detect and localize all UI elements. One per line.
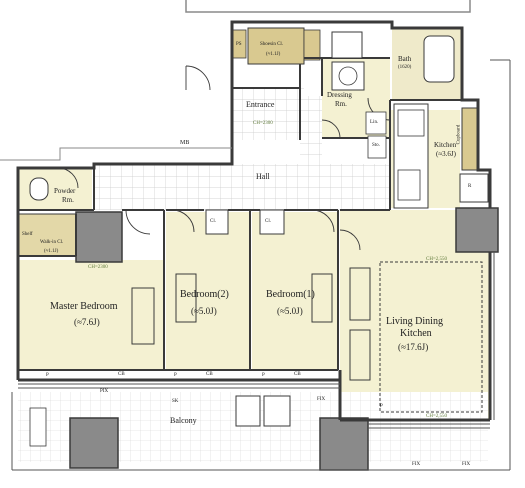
sto-label: Sto. (372, 143, 380, 148)
sk-label: SK (172, 399, 179, 404)
dressing-label-line1: Dressing (327, 91, 352, 99)
stove (397, 109, 425, 137)
balcony-left-unit (29, 407, 47, 447)
walkin-closet (17, 213, 77, 257)
bedroom1-bed-marker (311, 273, 333, 323)
ldk-bed-marker (349, 267, 371, 321)
sink (397, 169, 421, 201)
toilet-powder (29, 177, 49, 201)
shoesin-closet (247, 27, 305, 65)
powder-label-line1: Powder (54, 187, 76, 195)
kitchen-label: Kitchen (434, 141, 457, 149)
p-label-c: P (262, 373, 265, 378)
ldk-bed-marker-2 (349, 329, 371, 381)
dressing-label-line2: Rm. (335, 100, 347, 108)
bedroom2-area: (≈5.0J) (191, 306, 217, 316)
master-bedroom-area: (≈7.6J) (74, 317, 100, 327)
lin-cabinet (365, 111, 387, 135)
pix-label: PIX (100, 389, 109, 394)
mb-label: MB (180, 140, 190, 146)
cb-label-c: CB (294, 372, 301, 377)
bedroom1-label: Bedroom(1) (266, 289, 315, 300)
cb-label-a: CB (118, 372, 125, 377)
balcony-unit-a (235, 395, 261, 427)
column-left (75, 211, 123, 263)
cb-label-b: CB (206, 372, 213, 377)
fix-label-c: FIX (462, 462, 471, 467)
bedroom2-label: Bedroom(2) (180, 289, 229, 300)
cl-bedroom2-label: Cl. (210, 219, 216, 224)
shoesin-label: Shoesin Cl. (260, 42, 284, 47)
bath-label: Bath (398, 55, 412, 63)
bedroom1-floor (252, 212, 338, 370)
hall-label: Hall (256, 172, 270, 181)
p-label-d: P (380, 404, 383, 409)
master-bedroom-label: Master Bedroom (50, 301, 118, 312)
mb-outline (0, 147, 232, 161)
bedroom2-bed-marker (175, 273, 197, 323)
hall-floor (94, 164, 390, 210)
sto-cabinet (367, 135, 387, 159)
column-bottom-right (319, 417, 369, 471)
fridge (459, 173, 489, 203)
walkin-label: Walk-in Cl. (40, 240, 64, 245)
interior-walls (18, 57, 462, 371)
ldk-label-line2: Kitchen (400, 328, 432, 339)
fix-label-b: FIX (412, 462, 421, 467)
cupboard-unit (461, 107, 479, 171)
ldk-floor-heating (379, 261, 483, 413)
ch-ldk-label-2: CH=2,550 (426, 414, 448, 419)
shoesin-area: (≈1.1J) (266, 52, 281, 57)
bedroom2-closet (205, 209, 229, 235)
bedroom1-closet (259, 209, 285, 235)
ldk-label-line1: Living Dining (386, 316, 443, 327)
cupboard-label: Cupboard (456, 124, 462, 145)
master-bed-marker (131, 287, 155, 345)
entrance-label: Entrance (246, 100, 275, 109)
fix-label-a: FIX (317, 397, 326, 402)
p-label-b: P (174, 373, 177, 378)
bedroom1-area: (≈5.0J) (277, 306, 303, 316)
bath-size: (1620) (398, 65, 412, 70)
lin-label: Lin. (370, 120, 379, 125)
ch-ldk-label: CH=2,550 (426, 257, 448, 262)
master-bedroom-floor (18, 260, 164, 370)
bedroom2-floor (166, 212, 250, 370)
ps-label: PS (236, 42, 242, 47)
bathtub (423, 35, 455, 83)
column-bottom-left (69, 417, 119, 469)
washbasin (331, 31, 363, 59)
hall-corridor-floor (300, 96, 322, 166)
shoe-shelf-a (303, 29, 321, 61)
balcony-label: Balcony (170, 416, 197, 425)
walls (16, 20, 492, 422)
shelf-label: Shelf (22, 232, 33, 237)
walkin-area: (≈1.1J) (44, 249, 59, 254)
ch-master-label: CH=2300 (88, 265, 108, 270)
kitchen-area: (≈3.6J) (436, 150, 456, 158)
p-label-a: P (46, 373, 49, 378)
washer-drum (338, 66, 358, 86)
ldk-area: (≈17.6J) (398, 342, 429, 352)
ch-hall-label: CH=2300 (253, 121, 273, 126)
cl-bedroom1-label: Cl. (265, 219, 271, 224)
washer (331, 61, 365, 91)
entrance-floor (232, 88, 304, 140)
window-lines (11, 59, 511, 471)
r-label: R (468, 184, 472, 189)
site-outline (185, 0, 471, 13)
column-right (455, 207, 499, 253)
powder-label-line2: Rm. (62, 196, 74, 204)
balcony-unit-b (263, 395, 291, 427)
